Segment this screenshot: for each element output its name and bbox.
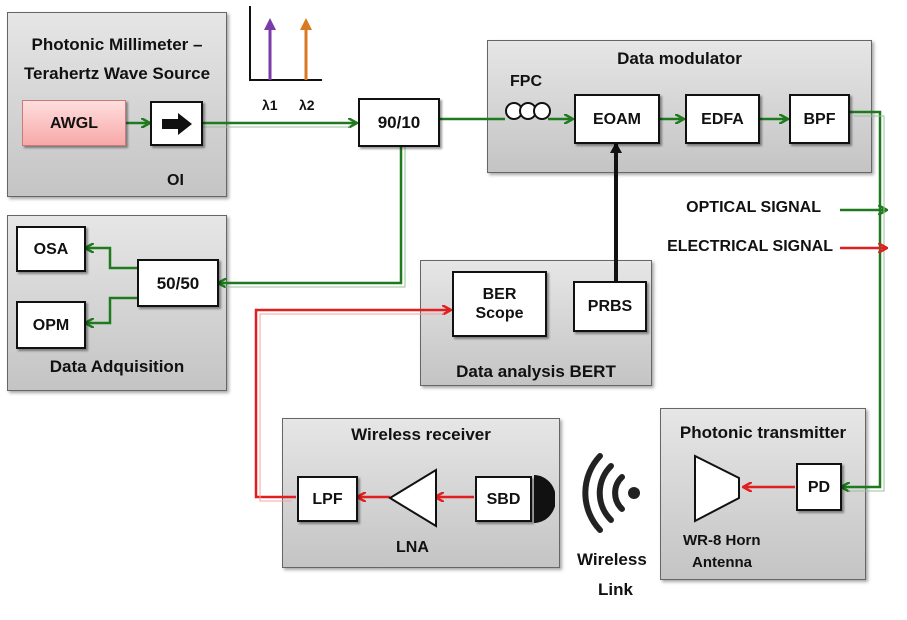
lambda2-label: λ2 — [299, 97, 315, 113]
wireless-receiver-title: Wireless receiver — [351, 425, 491, 444]
lambda1-label: λ1 — [262, 97, 278, 113]
wire-lpf-berscope — [254, 310, 450, 499]
wireless-waves-icon — [582, 453, 640, 533]
legend-optical-label: OPTICAL SIGNAL — [686, 199, 821, 216]
wire-splitter-coupler — [219, 147, 403, 283]
awgl-box[interactable]: AWGL — [22, 100, 126, 146]
osa-box[interactable]: OSA — [16, 226, 86, 272]
isolator-arrow-icon — [161, 112, 192, 135]
ber-scope-box[interactable]: BER Scope — [452, 271, 547, 337]
bpf-box[interactable]: BPF — [789, 94, 850, 144]
eoam-box[interactable]: EOAM — [574, 94, 660, 144]
wire-coupler-opm — [86, 296, 137, 323]
optical-isolator-box[interactable] — [150, 101, 203, 146]
opm-box[interactable]: OPM — [16, 301, 86, 349]
horn-antenna-icon — [694, 454, 740, 523]
data-acquisition-title: Data Adquisition — [49, 357, 185, 376]
edfa-box[interactable]: EDFA — [685, 94, 760, 144]
antenna-label-line2: Antenna — [692, 554, 752, 571]
sbd-box[interactable]: SBD — [475, 476, 532, 522]
wire-bpf-pd — [842, 110, 882, 487]
antenna-label-line1: WR-8 Horn — [683, 532, 761, 549]
pd-box[interactable]: PD — [796, 463, 842, 511]
coupler-50-50-box[interactable]: 50/50 — [137, 259, 219, 307]
fpc-coil-icon — [505, 102, 551, 120]
oi-label: OI — [167, 172, 184, 189]
prbs-box[interactable]: PRBS — [573, 281, 647, 332]
photonic-transmitter-title: Photonic transmitter — [679, 423, 847, 442]
wireless-link-label-line1: Wireless — [577, 550, 647, 569]
legend-electrical-label: ELECTRICAL SIGNAL — [667, 238, 833, 255]
lna-amplifier-icon — [388, 468, 437, 528]
bert-title: Data analysis BERT — [456, 362, 616, 381]
splitter-90-10-box[interactable]: 90/10 — [358, 98, 440, 147]
sbd-detector-icon — [534, 475, 555, 523]
lna-label: LNA — [396, 539, 429, 556]
wave-source-title-line2: Terahertz Wave Source — [23, 64, 211, 83]
wave-source-title-line1: Photonic Millimeter – — [31, 35, 203, 54]
wire-coupler-osa — [86, 248, 137, 270]
data-modulator-title: Data modulator — [617, 49, 742, 68]
lpf-box[interactable]: LPF — [297, 476, 358, 522]
ber-scope-label-line2: Scope — [475, 305, 524, 322]
ber-scope-label-line1: BER — [482, 286, 517, 303]
wireless-link-label-line2: Link — [598, 580, 633, 599]
fpc-label: FPC — [510, 73, 542, 90]
spectrum-inset-icon — [249, 6, 322, 81]
